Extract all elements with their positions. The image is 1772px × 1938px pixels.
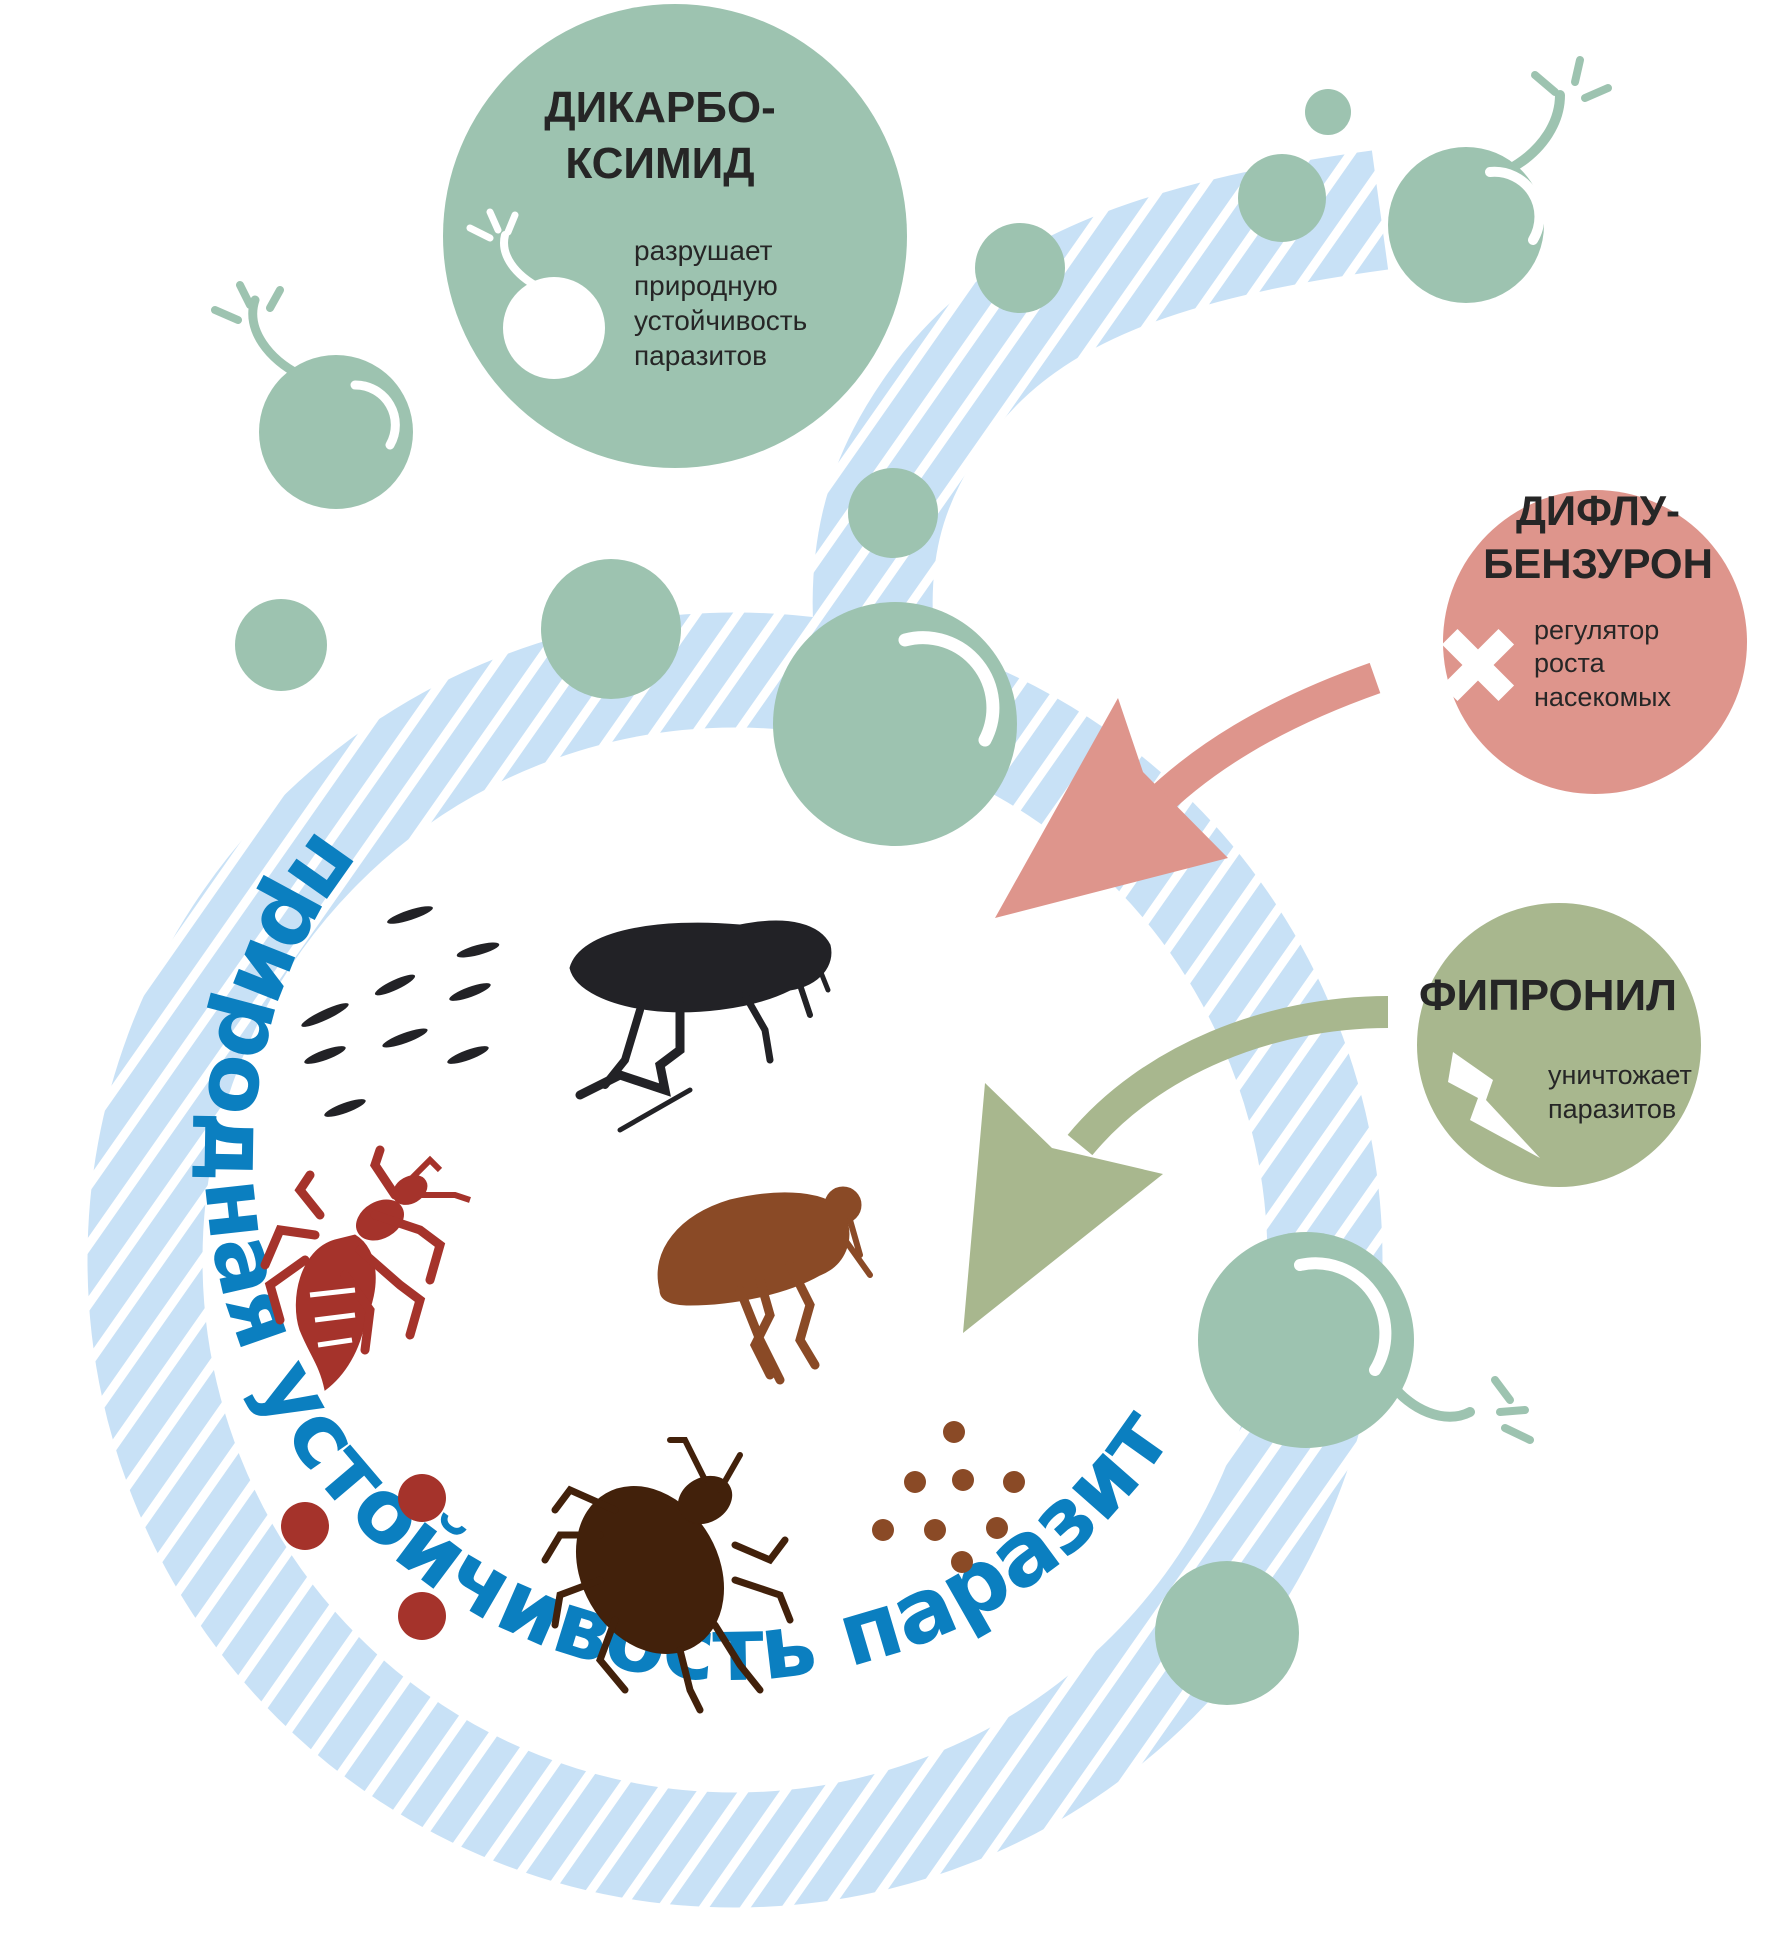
agent-desc: регулятор [1534,615,1659,645]
agent-desc: паразитов [634,340,767,371]
agent-desc: уничтожает [1548,1060,1692,1090]
bubble-small [1305,89,1351,135]
agent-title: БЕНЗУРОН [1483,540,1713,587]
microbe-bubble [211,281,413,509]
bubble-medium [541,559,681,699]
bubble-small [235,599,327,691]
agent-desc: роста [1534,648,1606,678]
agent-desc: разрушает [634,235,773,266]
microbe-bubble [773,602,1017,846]
agent-title: ДИФЛУ- [1516,487,1680,534]
bubble-medium [1155,1561,1299,1705]
agent-diflubenzuron: ДИФЛУ- БЕНЗУРОН регулятор роста насекомы… [1441,487,1747,794]
agent-circle [1443,490,1747,794]
flea-icon [657,1186,873,1385]
upper-band [812,150,1389,700]
bubble-small [1238,154,1326,242]
fipronil-arrow [963,996,1389,1333]
microbe-bubble [1388,56,1612,303]
louse-eggs-icon [281,1474,446,1640]
agent-desc: насекомых [1534,682,1672,712]
agent-dicarboximide: ДИКАРБО- КСИМИД разрушает природную усто… [443,4,907,468]
bubble-icon [466,208,605,379]
agent-title: ФИПРОНИЛ [1419,971,1677,1020]
microbe-bubbles [211,56,1612,1448]
tick-icon [541,1437,794,1714]
agent-circle [1417,903,1701,1187]
cross-icon [1441,628,1515,702]
microbe-bubble [1198,1232,1534,1448]
agent-title: ДИКАРБО- [544,83,775,132]
bubbles [235,89,1351,1705]
bubble-small [975,223,1065,313]
agent-desc: устойчивость [634,305,807,336]
louse-icon [260,1145,471,1391]
flea-eggs-icon [301,906,500,1117]
bubble-small [848,468,938,558]
adult-flea-icon [569,920,832,1133]
diflubenzuron-arrow [995,662,1381,918]
flea-dirt-icon [872,1421,1025,1573]
agent-title: КСИМИД [565,139,754,188]
agent-desc: паразитов [1548,1094,1676,1124]
lightning-icon [1448,1052,1540,1158]
agent-fipronil: ФИПРОНИЛ уничтожает паразитов [1417,903,1701,1187]
agent-desc: природную [634,270,778,301]
